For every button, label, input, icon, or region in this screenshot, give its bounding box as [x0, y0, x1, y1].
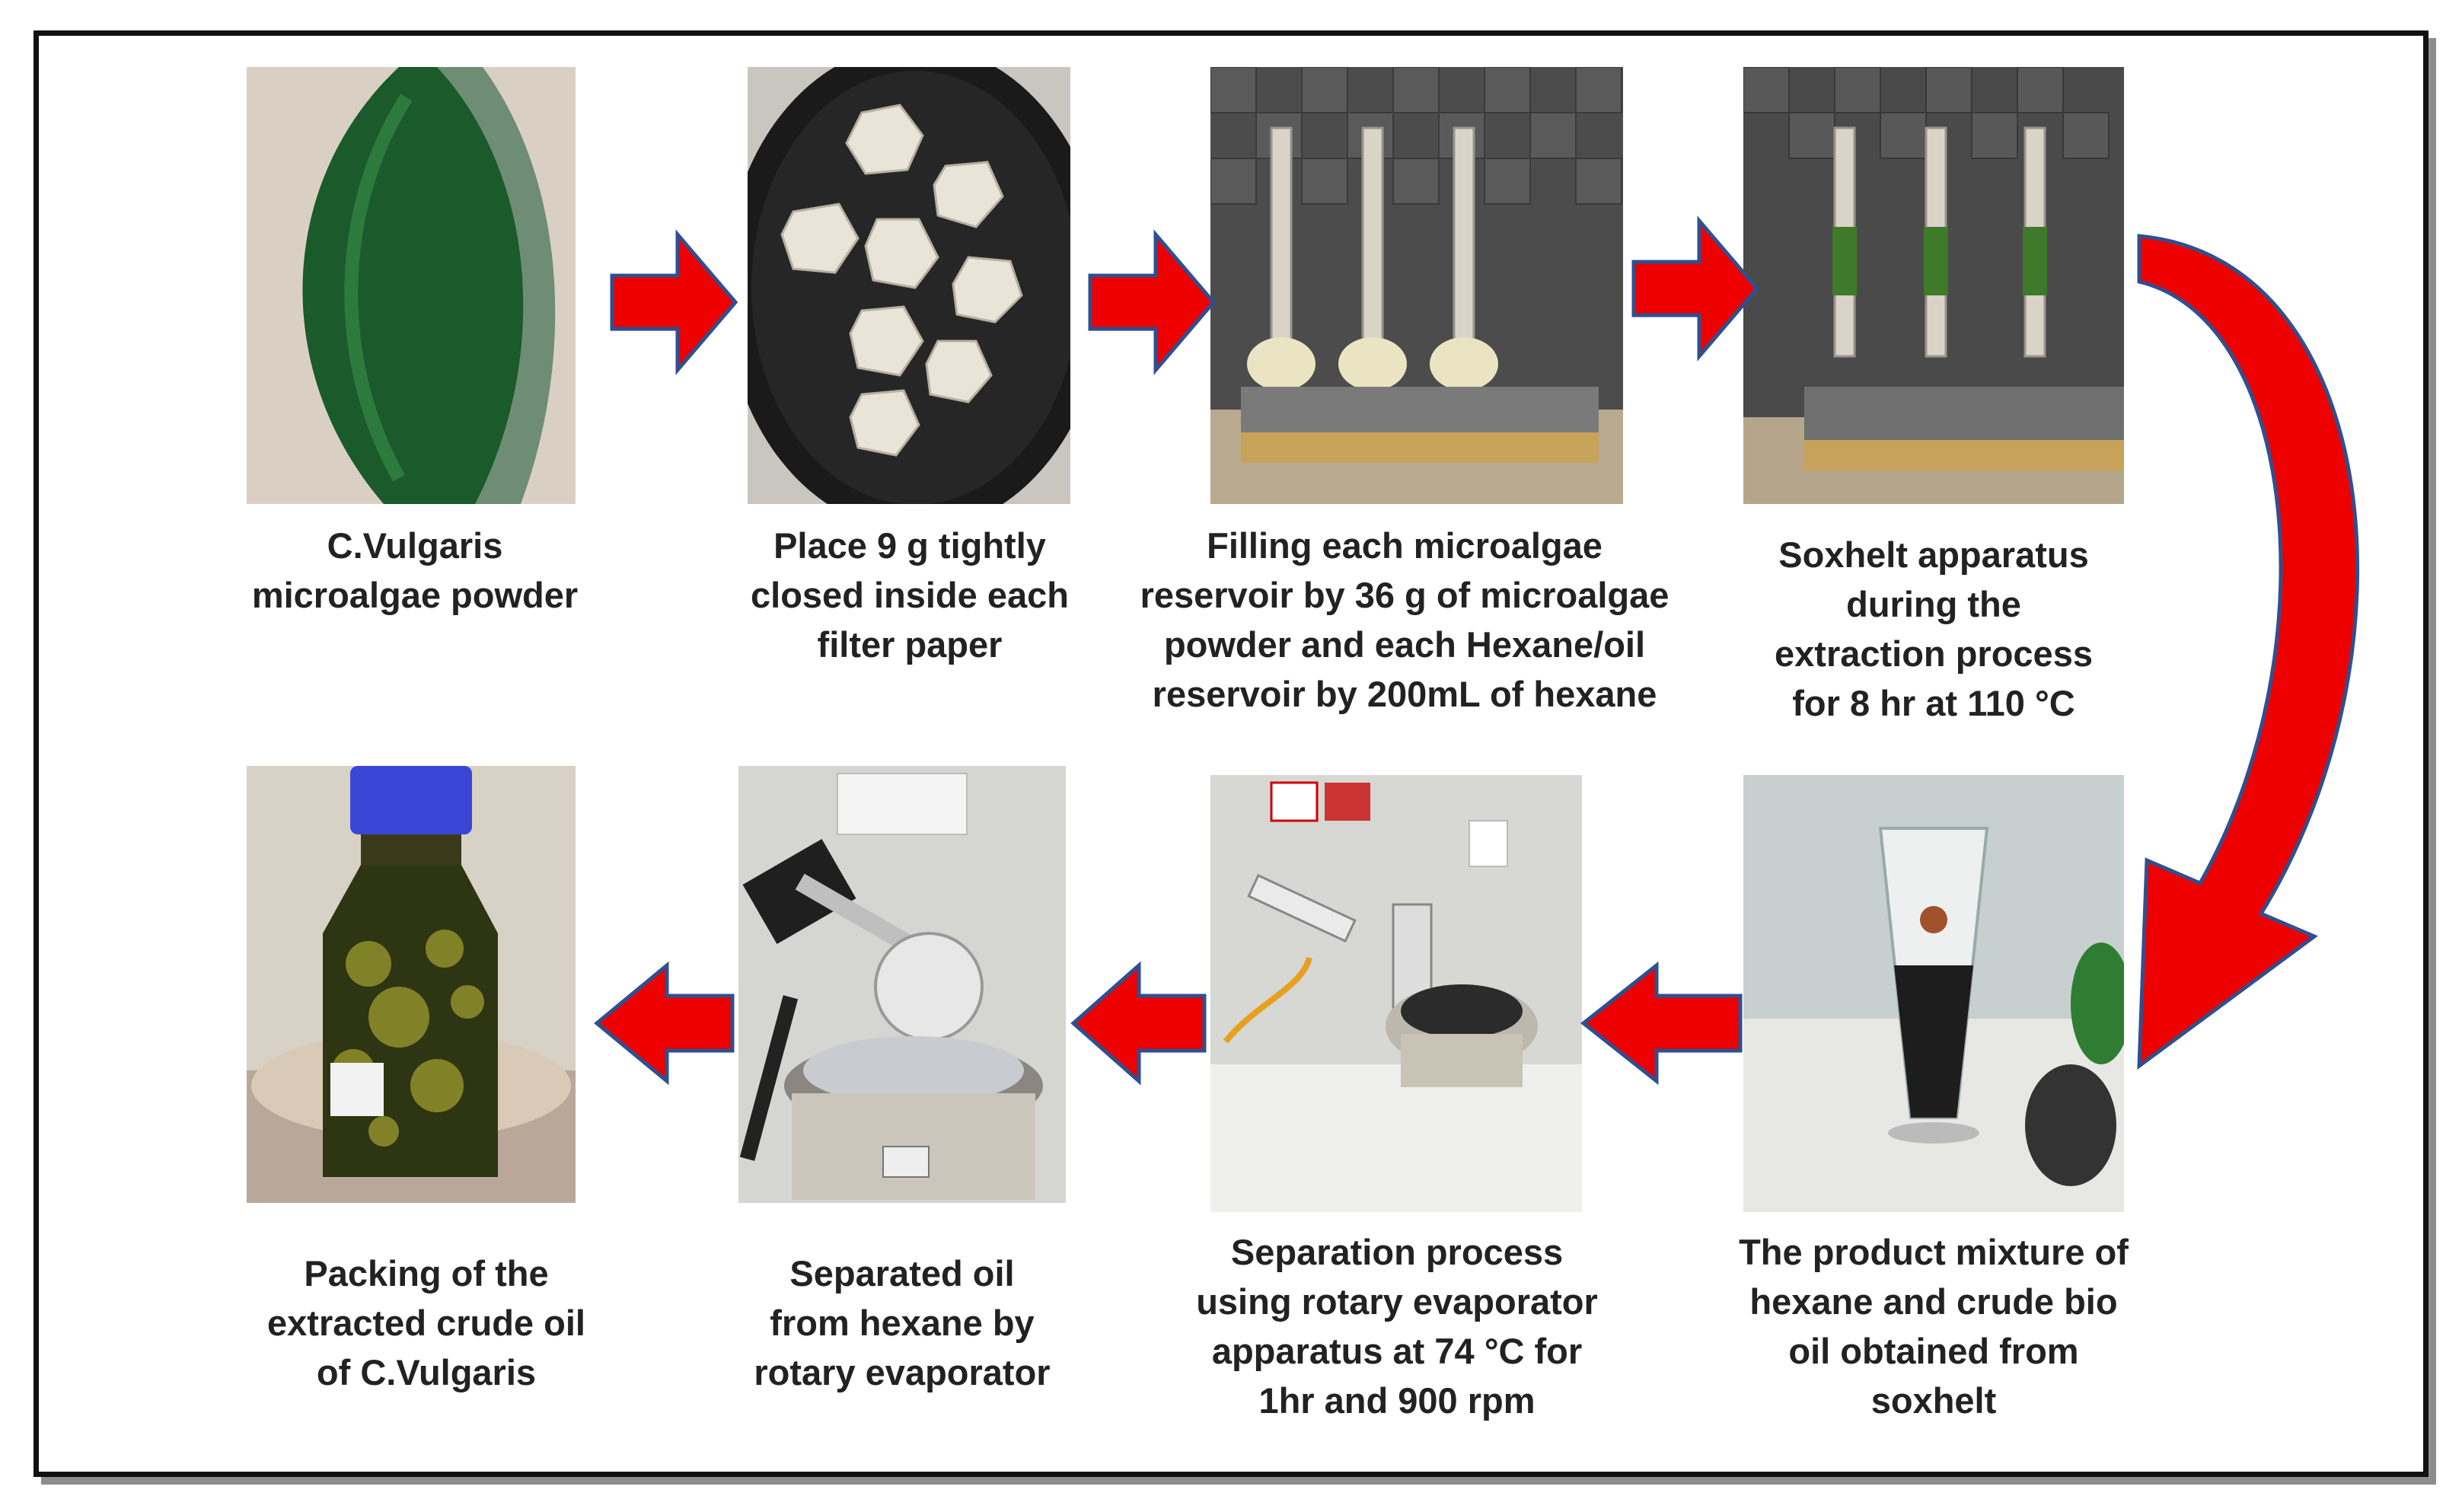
arrow-step2-to-step3	[1087, 229, 1217, 375]
photo-microalgae-powder	[247, 67, 576, 504]
caption-step8: Packing of the extracted crude oil of C.…	[267, 1253, 585, 1392]
arrow-step6-to-step7	[1070, 961, 1207, 1086]
photo-soxhlet-running	[1743, 67, 2124, 504]
photo-rotary-flask-bath	[738, 766, 1066, 1203]
photo-conical-flask-mixture	[1743, 775, 2124, 1212]
caption-step4: Soxhelt apparatus during the extraction …	[1775, 534, 2093, 723]
caption-step6: Separation process using rotary evaporat…	[1196, 1232, 1598, 1421]
caption-step7: Separated oil from hexane by rotary evap…	[754, 1253, 1051, 1392]
caption-step2: Place 9 g tightly closed inside each fil…	[751, 525, 1069, 665]
photo-filter-paper-packets	[748, 67, 1070, 504]
arrow-curved-step4-to-step5	[2132, 228, 2421, 1081]
arrow-step5-to-step6	[1580, 961, 1743, 1086]
arrow-step1-to-step2	[609, 229, 738, 375]
caption-step3: Filling each microalgae reservoir by 36 …	[1140, 525, 1670, 714]
photo-rotary-evaporator	[1210, 775, 1582, 1212]
photo-soxhlet-filled	[1210, 67, 1623, 504]
caption-step5: The product mixture of hexane and crude …	[1739, 1232, 2129, 1421]
arrow-step7-to-step8	[594, 961, 735, 1086]
photo-crude-oil-bottle	[247, 766, 576, 1203]
arrow-step3-to-step4	[1631, 215, 1760, 362]
caption-step1: C.Vulgaris microalgae powder	[251, 525, 579, 615]
